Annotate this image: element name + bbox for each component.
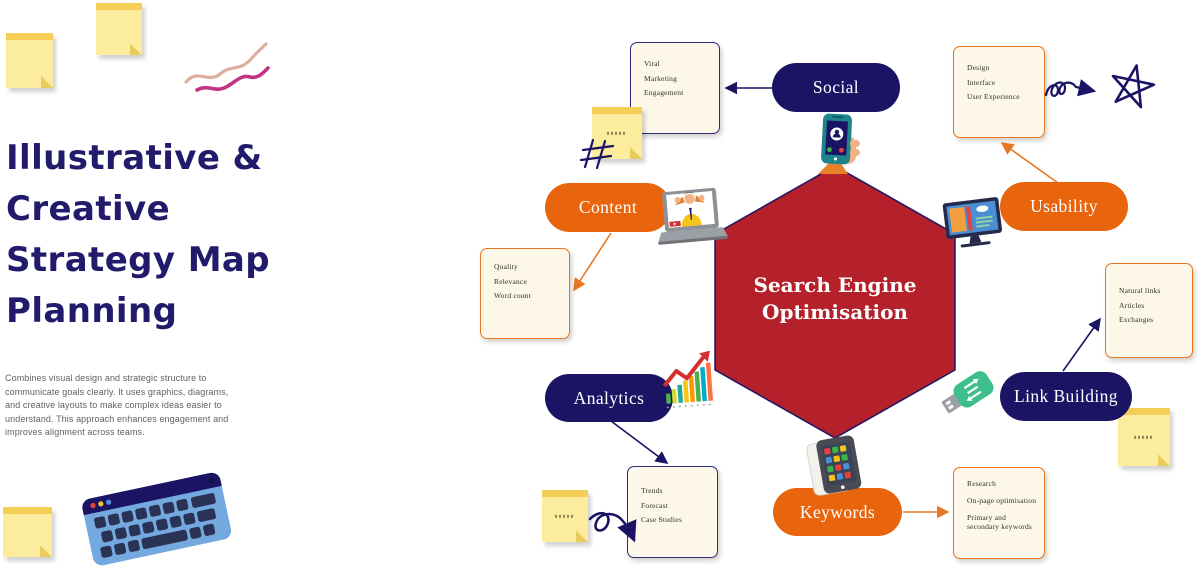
sticky-note[interactable] bbox=[96, 3, 142, 55]
bar-chart-icon[interactable] bbox=[660, 350, 722, 410]
title-line-1: Illustrative & bbox=[6, 138, 263, 178]
squiggle-doodle-salmon bbox=[184, 42, 268, 84]
note-line: Design bbox=[967, 63, 990, 72]
sticky-fold bbox=[130, 43, 142, 55]
title-line-4: Planning bbox=[6, 291, 178, 331]
sticky-note[interactable] bbox=[592, 107, 642, 159]
central-hexagon-label: Search Engine Optimisation bbox=[753, 273, 917, 324]
squiggle-doodle-magenta bbox=[195, 66, 270, 92]
sticky-strip bbox=[6, 33, 53, 40]
note-line: Exchanges bbox=[1119, 315, 1154, 324]
sticky-strip bbox=[96, 3, 142, 10]
sticky-fold bbox=[1158, 454, 1170, 466]
note-card-link-building[interactable]: Natural links Articles Exchanges bbox=[1105, 263, 1193, 358]
tablet-icon[interactable] bbox=[804, 435, 868, 496]
note-card-social[interactable]: Viral Marketing Engagement bbox=[630, 42, 720, 134]
note-line: User Experience bbox=[967, 92, 1020, 101]
note-line: Primary and secondary keywords bbox=[967, 513, 1033, 531]
note-line: Trends bbox=[641, 486, 663, 495]
title-line-3: Strategy Map bbox=[6, 240, 271, 280]
node-label: Social bbox=[812, 77, 860, 97]
sticky-note[interactable] bbox=[1118, 408, 1170, 466]
sticky-fold bbox=[41, 76, 53, 88]
connector-content bbox=[573, 232, 612, 292]
node-pill-usability[interactable]: Usability bbox=[1000, 182, 1128, 231]
note-line: Word count bbox=[494, 291, 532, 300]
node-label: Content bbox=[578, 197, 638, 217]
page-title: Illustrative & Creative Strategy Map Pla… bbox=[6, 133, 346, 337]
note-line: Research bbox=[967, 479, 997, 488]
note-line: On-page optimisation bbox=[967, 496, 1037, 505]
node-pill-keywords[interactable]: Keywords bbox=[773, 488, 902, 536]
star-doodle bbox=[1111, 64, 1156, 109]
sticky-strip bbox=[542, 490, 588, 497]
node-pill-analytics[interactable]: Analytics bbox=[545, 374, 673, 422]
sticky-strip bbox=[3, 507, 52, 514]
monitor-icon[interactable] bbox=[942, 196, 1004, 250]
note-line: Forecast bbox=[641, 500, 669, 510]
sticky-scribble bbox=[1134, 435, 1154, 439]
note-line: Marketing bbox=[644, 73, 678, 83]
connector-link-building bbox=[1062, 317, 1101, 372]
note-card-analytics[interactable]: Trends Forecast Case Studies bbox=[627, 466, 718, 558]
node-pill-content[interactable]: Content bbox=[545, 183, 671, 232]
connector-usability bbox=[1000, 142, 1059, 184]
note-line: Articles bbox=[1119, 300, 1145, 310]
note-line: Quality bbox=[494, 262, 518, 271]
node-pill-link-building[interactable]: Link Building bbox=[1000, 372, 1132, 421]
sticky-fold bbox=[630, 147, 642, 159]
phone-in-hand-icon[interactable] bbox=[806, 110, 868, 174]
note-line: Relevance bbox=[494, 276, 528, 286]
keyboard-illustration[interactable] bbox=[82, 472, 232, 566]
sticky-scribble bbox=[607, 131, 627, 135]
note-card-usability[interactable]: Design Interface User Experience bbox=[953, 46, 1045, 138]
sticky-note[interactable] bbox=[3, 507, 52, 557]
laptop-presenter-icon[interactable] bbox=[654, 187, 729, 245]
node-label: Usability bbox=[1030, 196, 1098, 216]
sticky-scribble bbox=[555, 514, 575, 518]
note-line: Interface bbox=[967, 77, 996, 87]
note-line: Case Studies bbox=[641, 515, 682, 524]
sticky-fold bbox=[576, 530, 588, 542]
connector-analytics bbox=[610, 420, 669, 464]
page-description: Combines visual design and strategic str… bbox=[5, 373, 229, 437]
node-label: Link Building bbox=[1014, 386, 1118, 406]
usb-icon[interactable] bbox=[938, 364, 1004, 418]
note-card-content[interactable]: Quality Relevance Word count bbox=[480, 248, 570, 339]
sticky-strip bbox=[1118, 408, 1170, 415]
sticky-note[interactable] bbox=[542, 490, 588, 542]
title-line-2: Creative bbox=[6, 189, 171, 229]
sticky-note[interactable] bbox=[6, 33, 53, 88]
node-pill-social[interactable]: Social bbox=[772, 63, 900, 112]
note-line: Engagement bbox=[644, 88, 684, 97]
loop-arrow-doodle bbox=[1044, 79, 1097, 97]
note-line: Viral bbox=[644, 59, 660, 68]
note-line: Natural links bbox=[1119, 286, 1161, 295]
node-label: Keywords bbox=[799, 501, 876, 522]
sticky-strip bbox=[592, 107, 642, 114]
node-label: Analytics bbox=[573, 387, 645, 408]
sticky-fold bbox=[40, 545, 52, 557]
note-card-keywords[interactable]: Research On-page optimisation Primary an… bbox=[953, 467, 1045, 559]
